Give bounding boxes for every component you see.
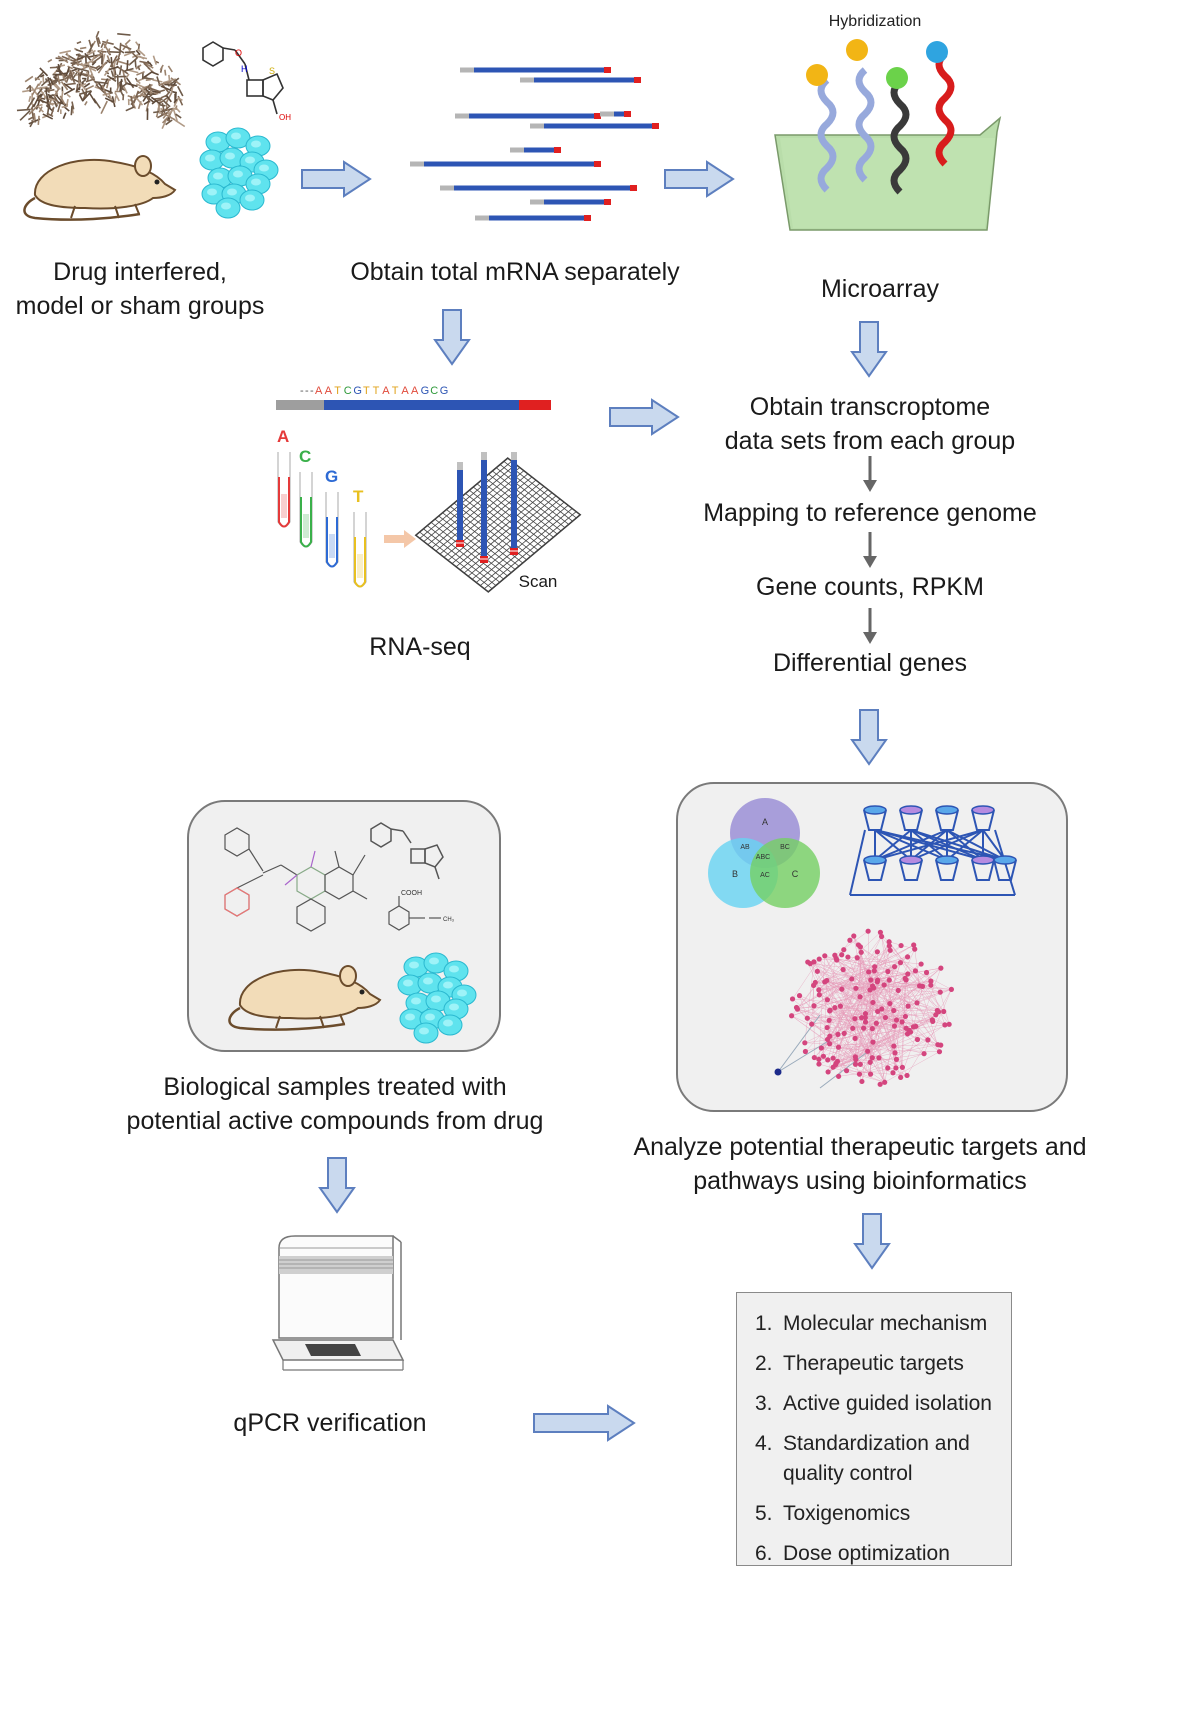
- microarray-chip-icon: Hybridization: [774, 13, 1002, 231]
- svg-text:-: -: [305, 385, 309, 397]
- venn-c: C: [792, 869, 799, 879]
- arrow-right-1: [301, 160, 372, 198]
- scan-label: Scan: [518, 572, 558, 591]
- interaction-network-icon: [774, 928, 955, 1089]
- svg-text:T: T: [373, 385, 380, 397]
- arrow-right-3: [609, 398, 680, 436]
- svg-text:A: A: [277, 427, 289, 446]
- outcome-item: 5.Toxigenomics: [755, 1502, 911, 1525]
- svg-text:A: A: [315, 385, 323, 397]
- outcome-item: 6.Dose optimization: [755, 1542, 950, 1565]
- arrow-down-2: [850, 321, 888, 378]
- svg-text:C: C: [430, 385, 438, 397]
- svg-text:O: O: [235, 48, 242, 58]
- svg-text:A: A: [411, 385, 419, 397]
- venn-ab: AB: [740, 844, 750, 851]
- rnaseq-label: RNA-seq: [369, 633, 471, 661]
- thin-arrow-3: [863, 608, 877, 644]
- mrna-strands: [410, 67, 659, 221]
- svg-text:A: A: [382, 385, 390, 397]
- venn-abc: ABC: [756, 854, 770, 861]
- svg-text:T: T: [363, 385, 370, 397]
- venn-ac: AC: [760, 872, 770, 879]
- outcomes-list: 1.Molecular mechanism 2.Therapeutic targ…: [736, 1292, 1012, 1566]
- arrow-down-1: [433, 309, 471, 366]
- mapping-label: Mapping to reference genome: [703, 499, 1037, 527]
- flow-cell-icon: [414, 452, 582, 593]
- groups-label: Drug interfered,model or sham groups: [15, 258, 265, 320]
- pathway-network-icon: [849, 805, 1017, 896]
- thin-arrow-1: [863, 456, 877, 492]
- outcome-item: 3.Active guided isolation: [755, 1392, 992, 1415]
- cells-icon: [397, 952, 477, 1044]
- svg-text:S: S: [269, 66, 275, 76]
- arrow-down-3: [850, 709, 888, 766]
- gene-counts-label: Gene counts, RPKM: [756, 573, 984, 601]
- thin-arrow-2: [863, 532, 877, 568]
- arrow-down-5: [318, 1157, 356, 1214]
- small-arrow: [384, 530, 416, 548]
- venn-bc-top: BC: [780, 844, 790, 851]
- venn-diagram-icon: A AB BC ABC B AC C: [708, 798, 820, 908]
- svg-text:G: G: [421, 385, 430, 397]
- svg-text:-: -: [310, 385, 314, 397]
- analyze-label: Analyze potential therapeutic targets an…: [633, 1133, 1087, 1195]
- svg-text:A: A: [401, 385, 409, 397]
- cells-icon: [199, 127, 279, 219]
- svg-text:-: -: [300, 385, 304, 397]
- qpcr-label: qPCR verification: [233, 1409, 427, 1437]
- molecule-icon: O H S OH: [202, 41, 291, 122]
- svg-text:CH₃: CH₃: [443, 917, 455, 923]
- compounds-icon: COOH CH₃: [224, 822, 455, 932]
- arrow-down-4: [853, 1213, 891, 1270]
- venn-a: A: [762, 817, 768, 827]
- hybridization-label: Hybridization: [829, 13, 921, 30]
- svg-text:G: G: [325, 467, 338, 486]
- microarray-label: Microarray: [820, 275, 940, 303]
- rat-icon: [228, 965, 382, 1031]
- svg-text:C: C: [344, 385, 352, 397]
- svg-text:OH: OH: [279, 113, 291, 122]
- svg-text:G: G: [353, 385, 362, 397]
- rat-icon: [23, 155, 177, 221]
- svg-text:H: H: [241, 64, 248, 74]
- outcome-item: 1.Molecular mechanism: [755, 1312, 988, 1335]
- svg-text:COOH: COOH: [401, 890, 422, 897]
- svg-text:C: C: [299, 447, 311, 466]
- outcome-item: 2.Therapeutic targets: [755, 1352, 964, 1375]
- svg-text:G: G: [440, 385, 449, 397]
- svg-text:A: A: [325, 385, 333, 397]
- arrow-right-4: [533, 1404, 636, 1442]
- arrow-right-2: [664, 160, 735, 198]
- svg-text:T: T: [353, 487, 364, 506]
- svg-text:T: T: [334, 385, 341, 397]
- svg-text:T: T: [392, 385, 399, 397]
- qpcr-machine-icon: [271, 1235, 405, 1371]
- differential-label: Differential genes: [772, 649, 968, 677]
- venn-b: B: [732, 869, 738, 879]
- obtain-mrna-label: Obtain total mRNA separately: [350, 258, 680, 286]
